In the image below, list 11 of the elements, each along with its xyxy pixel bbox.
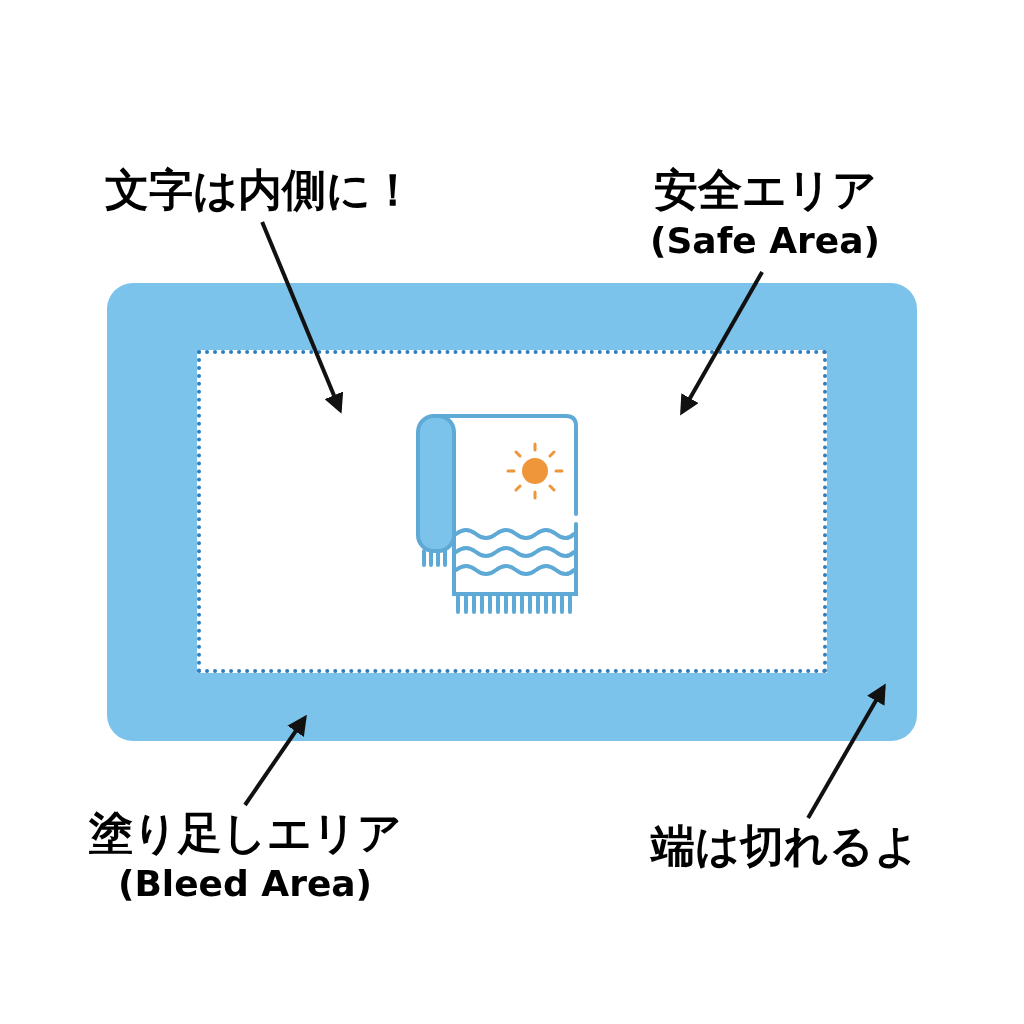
arrow: [806, 683, 886, 819]
callout-subtext: (Safe Area): [649, 219, 881, 263]
callout-subtext: (Bleed Area): [117, 862, 373, 906]
callout-text: 塗り足しエリア: [88, 806, 402, 860]
arrow: [243, 714, 307, 807]
bleed-area: [107, 283, 917, 741]
arrow: [260, 221, 344, 414]
callout-text: 文字は内側に！: [105, 163, 415, 217]
safe-area: [197, 350, 827, 673]
callout-text: 端は切れるよ: [651, 819, 919, 873]
callout-text: 安全エリア: [653, 163, 877, 217]
